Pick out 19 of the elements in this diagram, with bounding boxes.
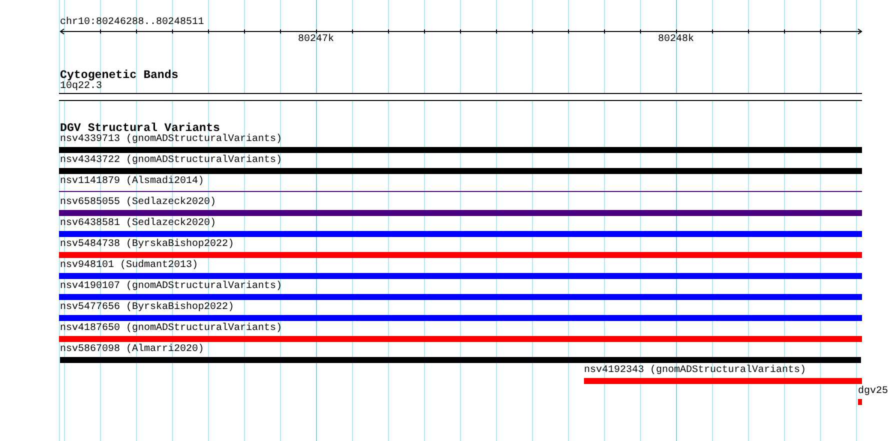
variant-label: nsv4339713 (gnomADStructuralVariants) [60, 134, 282, 145]
band-label: 10q22.3 [60, 81, 102, 92]
tick-label: 80248k [658, 34, 694, 45]
variant-label: nsv948101 (Sudmant2013) [60, 260, 198, 271]
tick-label: 80247k [298, 34, 334, 45]
variant-label: nsv6438581 (Sedlazeck2020) [60, 218, 216, 229]
variant-label: nsv6585055 (Sedlazeck2020) [60, 197, 216, 208]
location-label: chr10:80246288..80248511 [60, 16, 204, 28]
variant-label: nsv4190107 (gnomADStructuralVariants) [60, 281, 282, 292]
variant-label: nsv1141879 (Alsmadi2014) [60, 176, 204, 187]
track-heading: Cytogenetic Bands [60, 68, 178, 82]
variant-label: nsv4187650 (gnomADStructuralVariants) [60, 323, 282, 334]
variant-label: nsv4343722 (gnomADStructuralVariants) [60, 155, 282, 166]
variant-label: nsv5484738 (ByrskaBishop2022) [60, 239, 234, 250]
variant-label: nsv5867098 (Almarri2020) [60, 344, 204, 355]
variant-label: nsv4192343 (gnomADStructuralVariants) [584, 365, 806, 376]
variant-label: dgv25 [858, 386, 888, 397]
variant-label: nsv5477656 (ByrskaBishop2022) [60, 302, 234, 313]
track-heading: DGV Structural Variants [60, 122, 220, 134]
